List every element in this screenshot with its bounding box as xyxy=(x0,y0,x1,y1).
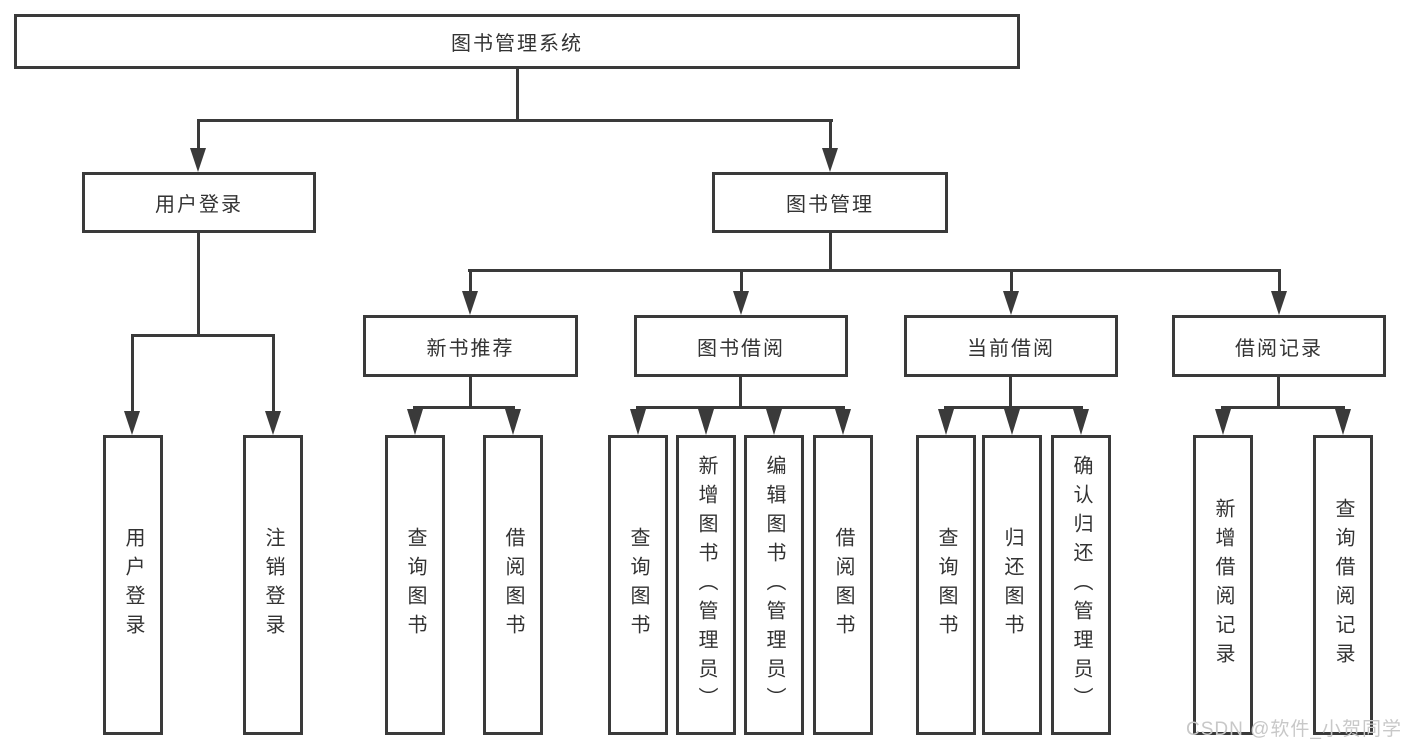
node-book-borrowing: 图书借阅 xyxy=(634,315,848,377)
leaf-logout: 注销登录 xyxy=(243,435,303,735)
arrow-down-icon xyxy=(835,409,851,435)
leaf-label: 归还图书 xyxy=(1001,527,1023,643)
connector-line xyxy=(516,69,519,121)
arrow-down-icon xyxy=(1215,409,1231,435)
connector-line xyxy=(1221,406,1345,409)
connector-line xyxy=(131,336,134,413)
arrow-down-icon xyxy=(505,409,521,435)
connector-line xyxy=(829,121,832,151)
connector-line xyxy=(740,271,743,293)
connector-line xyxy=(272,336,275,413)
leaf-label: 查询图书 xyxy=(404,527,426,643)
connector-line xyxy=(1277,377,1280,408)
arrow-down-icon xyxy=(766,409,782,435)
leaf-label: 新增图书（管理员） xyxy=(695,454,717,716)
node-book-management: 图书管理 xyxy=(712,172,948,233)
arrow-down-icon xyxy=(630,409,646,435)
arrow-down-icon xyxy=(407,409,423,435)
leaf-query-books-recommend: 查询图书 xyxy=(385,435,445,735)
arrow-down-icon xyxy=(938,409,954,435)
leaf-user-login: 用户登录 xyxy=(103,435,163,735)
arrow-down-icon xyxy=(698,409,714,435)
leaf-label: 借阅图书 xyxy=(502,527,524,643)
node-current-borrowing: 当前借阅 xyxy=(904,315,1118,377)
leaf-query-books-borrowing: 查询图书 xyxy=(608,435,668,735)
connector-line xyxy=(413,406,515,409)
leaf-label: 用户登录 xyxy=(122,527,144,643)
connector-line xyxy=(944,406,1083,409)
arrow-down-icon xyxy=(733,291,749,315)
leaf-confirm-return-admin: 确认归还（管理员） xyxy=(1051,435,1111,735)
connector-line xyxy=(1010,271,1013,293)
leaf-label: 编辑图书（管理员） xyxy=(763,454,785,716)
connector-line xyxy=(197,121,200,151)
leaf-return-book: 归还图书 xyxy=(982,435,1042,735)
connector-line xyxy=(1009,377,1012,408)
leaf-label: 确认归还（管理员） xyxy=(1070,454,1092,716)
connector-line xyxy=(636,406,845,409)
arrow-down-icon xyxy=(265,411,281,435)
node-borrowing-records: 借阅记录 xyxy=(1172,315,1386,377)
connector-line xyxy=(829,233,832,271)
leaf-borrow-books-borrowing: 借阅图书 xyxy=(813,435,873,735)
leaf-query-books-current: 查询图书 xyxy=(916,435,976,735)
leaf-label: 查询图书 xyxy=(627,527,649,643)
watermark: CSDN @软件_小贺同学 xyxy=(1186,719,1402,740)
arrow-down-icon xyxy=(822,148,838,172)
leaf-label: 注销登录 xyxy=(262,527,284,643)
arrow-down-icon xyxy=(462,291,478,315)
arrow-down-icon xyxy=(190,148,206,172)
connector-line xyxy=(131,334,275,337)
connector-line xyxy=(197,119,833,122)
leaf-label: 查询借阅记录 xyxy=(1332,498,1354,672)
leaf-add-borrow-record: 新增借阅记录 xyxy=(1193,435,1253,735)
connector-line xyxy=(469,377,472,408)
node-library-management-system: 图书管理系统 xyxy=(14,14,1020,69)
node-user-login: 用户登录 xyxy=(82,172,316,233)
leaf-add-book-admin: 新增图书（管理员） xyxy=(676,435,736,735)
connector-line xyxy=(1278,271,1281,293)
arrow-down-icon xyxy=(124,411,140,435)
leaf-label: 借阅图书 xyxy=(832,527,854,643)
connector-line xyxy=(197,233,200,336)
leaf-label: 新增借阅记录 xyxy=(1212,498,1234,672)
leaf-edit-book-admin: 编辑图书（管理员） xyxy=(744,435,804,735)
arrow-down-icon xyxy=(1335,409,1351,435)
leaf-borrow-books-recommend: 借阅图书 xyxy=(483,435,543,735)
leaf-label: 查询图书 xyxy=(935,527,957,643)
connector-line xyxy=(739,377,742,408)
node-new-book-recommendation: 新书推荐 xyxy=(363,315,578,377)
arrow-down-icon xyxy=(1004,409,1020,435)
leaf-query-borrow-record: 查询借阅记录 xyxy=(1313,435,1373,735)
arrow-down-icon xyxy=(1073,409,1089,435)
connector-line xyxy=(469,271,472,293)
arrow-down-icon xyxy=(1271,291,1287,315)
connector-line xyxy=(468,269,1281,272)
arrow-down-icon xyxy=(1003,291,1019,315)
